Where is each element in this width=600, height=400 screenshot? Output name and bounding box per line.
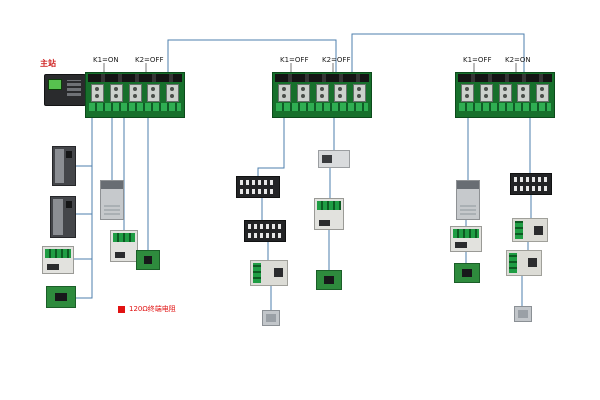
device-pcb-board-2 [136,250,160,270]
hub3-k2-label: K2=ON [505,56,531,64]
device-terminal-strip-3 [510,173,552,195]
hub1-k2-label: K2=OFF [135,56,164,64]
hub1-k1-label: K1=ON [93,56,119,64]
terminal-cell [91,84,104,102]
hub2-screw-terminals [276,103,368,111]
device-servo-drive-2 [50,196,76,238]
terminal-cell [278,84,291,102]
master-keypad [67,80,81,96]
terminal-cell [109,84,123,102]
device-terminal-module-4 [450,226,482,252]
device-adapter-1 [262,310,280,326]
hub2-k1-label: K1=OFF [280,56,309,64]
rs485-hub-3 [455,72,555,118]
terminal-cell [498,84,512,102]
device-pcb-board-3 [316,270,342,290]
master-station-device [44,74,86,106]
hub3-k1-label: K1=OFF [463,56,492,64]
device-din-module-1 [100,180,124,220]
legend-text: 120Ω终端电阻 [129,305,176,313]
terminal-cell [166,84,179,102]
device-converter-1 [318,150,350,168]
hub1-connector-row [88,74,182,82]
hub3-terminal-row [456,82,554,103]
rs485-hub-1 [85,72,185,118]
terminal-cell [334,84,348,102]
terminal-cell [315,84,329,102]
terminal-cell [353,84,366,102]
hub3-screw-terminals [459,103,551,111]
master-station-label: 主站 [40,59,56,68]
terminal-cell [479,84,493,102]
device-pcb-board-1 [46,286,76,308]
legend: 120Ω终端电阻 [118,304,176,314]
terminal-cell [128,84,142,102]
device-terminal-module-2 [110,230,138,262]
terminal-cell [296,84,310,102]
device-terminal-strip-2 [244,220,286,242]
device-din-module-2 [456,180,480,220]
terminal-cell [147,84,161,102]
device-io-board-1 [250,260,288,286]
hub1-terminal-row [86,82,184,103]
device-adapter-2 [514,306,532,322]
hub2-connector-row [275,74,369,82]
device-pcb-board-4 [454,263,480,283]
terminal-cell [536,84,549,102]
hub3-connector-row [458,74,552,82]
device-terminal-module-1 [42,246,74,274]
legend-swatch [118,305,125,313]
terminal-cell [461,84,474,102]
device-io-board-2 [512,218,548,242]
device-terminal-strip-1 [236,176,280,198]
hub1-screw-terminals [89,103,181,111]
master-screen [48,79,62,90]
terminal-cell [517,84,531,102]
device-servo-drive-1 [52,146,76,186]
hub2-terminal-row [273,82,371,103]
device-terminal-module-3 [314,198,344,230]
rs485-hub-2 [272,72,372,118]
hub2-k2-label: K2=OFF [322,56,351,64]
device-io-board-3 [506,250,542,276]
